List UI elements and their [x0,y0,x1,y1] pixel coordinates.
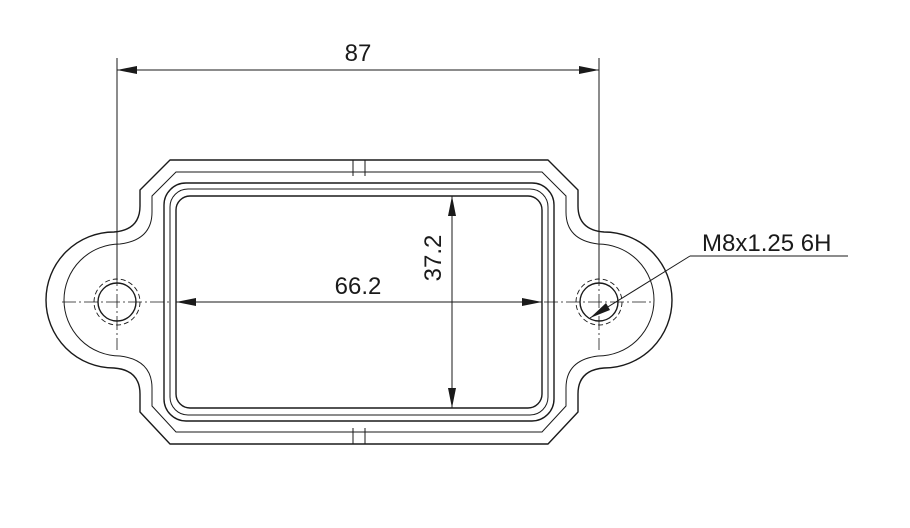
thread-callout-label: M8x1.25 6H [702,230,831,257]
arrowhead-37-2-top [448,196,456,216]
arrowhead-66-2-left [176,298,196,306]
dimension-label-37-2: 37.2 [420,235,447,282]
dimension-label-66-2: 66.2 [335,273,382,300]
arrowhead-37-2-bottom [448,388,456,408]
arrowhead-87-left [117,66,137,74]
arrowhead-87-right [579,66,599,74]
arrowhead-66-2-right [522,298,542,306]
dimension-label-87: 87 [345,40,372,67]
flange-outer-outline [45,159,673,445]
flange-inner-outline [63,171,655,433]
leader-arrowhead [590,303,610,318]
